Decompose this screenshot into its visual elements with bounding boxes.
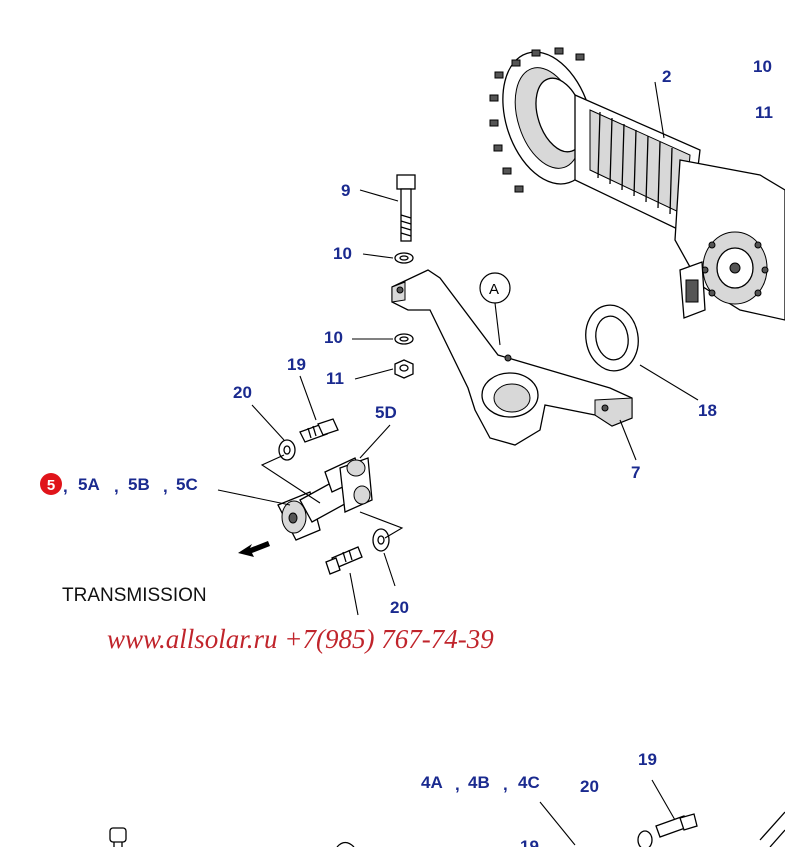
bolt-19-lower (325, 546, 363, 575)
label-5a: 5A (78, 475, 100, 494)
transmission-label: TRANSMISSION (62, 585, 207, 606)
label-19-b: 19 (520, 837, 539, 847)
label-20-a: 20 (233, 383, 252, 402)
shim-18 (585, 304, 639, 372)
label-20-c: 20 (580, 777, 599, 796)
axle-assembly (489, 47, 785, 321)
label-11-b: 11 (326, 369, 344, 388)
sep-4: , (455, 775, 460, 794)
bolt-19-upper (299, 418, 339, 443)
label-5c: 5C (176, 475, 198, 494)
label-10-top: 10 (753, 57, 772, 76)
label-7: 7 (631, 463, 640, 482)
washer-20-upper (278, 439, 296, 461)
label-19-a: 19 (287, 355, 306, 374)
bracket-7 (391, 269, 633, 446)
label-10-a: 10 (333, 244, 352, 263)
sep-5: , (503, 775, 508, 794)
universal-joint-5 (277, 457, 373, 541)
sep-2: , (114, 477, 119, 496)
washer-20-lower (372, 528, 390, 552)
view-marker-a (479, 272, 511, 346)
label-18: 18 (698, 401, 717, 420)
label-11-top: 11 (755, 103, 773, 122)
washer-10-upper (394, 252, 414, 264)
label-4c: 4C (518, 773, 540, 792)
label-19-c: 19 (638, 750, 657, 769)
sep-1: , (63, 477, 68, 496)
label-5: 5 (47, 477, 55, 494)
label-20-b: 20 (390, 598, 409, 617)
nut-11 (394, 359, 414, 379)
label-4a: 4A (421, 773, 443, 792)
label-4b: 4B (468, 773, 490, 792)
highlight-callout-5: 5 (40, 473, 62, 495)
label-2: 2 (662, 67, 671, 86)
sep-3: , (163, 477, 168, 496)
watermark-text: www.allsolar.ru +7(985) 767-74-39 (107, 624, 494, 654)
label-9: 9 (341, 181, 350, 200)
direction-arrow-icon (238, 541, 270, 557)
label-5b: 5B (128, 475, 150, 494)
lower-assembly-partial (109, 811, 785, 847)
label-5d: 5D (375, 403, 397, 422)
washer-10-lower (394, 333, 414, 345)
label-a: A (489, 281, 499, 298)
leader-lines (217, 81, 699, 846)
bolt-9 (396, 174, 416, 242)
label-10-b: 10 (324, 328, 343, 347)
